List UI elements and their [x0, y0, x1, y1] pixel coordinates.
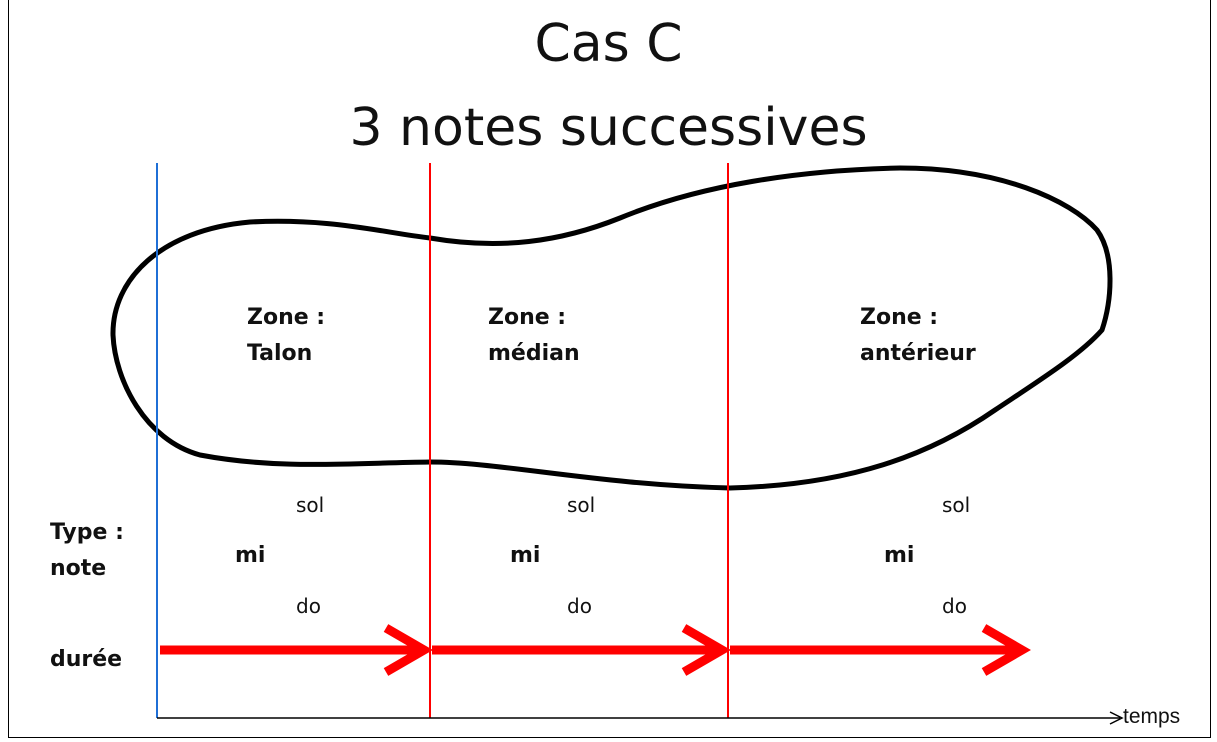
duration-arrow-1 — [160, 624, 433, 676]
note-do-2: do — [567, 594, 592, 618]
note-do-1: do — [296, 594, 321, 618]
note-mi-1: mi — [235, 543, 266, 568]
zone-label-talon: Zone : Talon — [247, 300, 325, 372]
note-sol-3: sol — [942, 493, 971, 517]
note-sol-2: sol — [567, 493, 596, 517]
foot-outline — [110, 165, 1113, 491]
time-axis-arrowhead — [1109, 711, 1124, 725]
title-line-2: 3 notes successives — [349, 98, 868, 158]
title-line-1: Cas C — [534, 14, 683, 74]
zone-label-median-line1: Zone : — [488, 305, 567, 330]
note-do-3: do — [942, 594, 967, 618]
zone-label-median: Zone : médian — [488, 300, 580, 372]
zone-label-talon-line1: Zone : — [247, 305, 326, 330]
zone-label-talon-line2: Talon — [247, 341, 313, 366]
row-label-type-line2: note — [50, 556, 107, 581]
diagram-frame — [8, 0, 1211, 738]
time-axis-label: temps — [1123, 705, 1181, 728]
row-label-type: Type : note — [50, 515, 124, 587]
note-mi-2: mi — [510, 543, 541, 568]
note-sol-1: sol — [296, 493, 325, 517]
zone-label-anterieur-line1: Zone : — [860, 305, 939, 330]
zone-label-anterieur-line2: antérieur — [860, 341, 976, 366]
zone-label-median-line2: médian — [488, 341, 580, 366]
row-label-type-line1: Type : — [50, 520, 124, 545]
duration-arrow-2 — [432, 624, 731, 676]
note-mi-3: mi — [884, 543, 915, 568]
row-label-duration: durée — [50, 647, 123, 672]
zone-label-anterieur: Zone : antérieur — [860, 300, 976, 372]
duration-arrow-3 — [730, 624, 1031, 676]
